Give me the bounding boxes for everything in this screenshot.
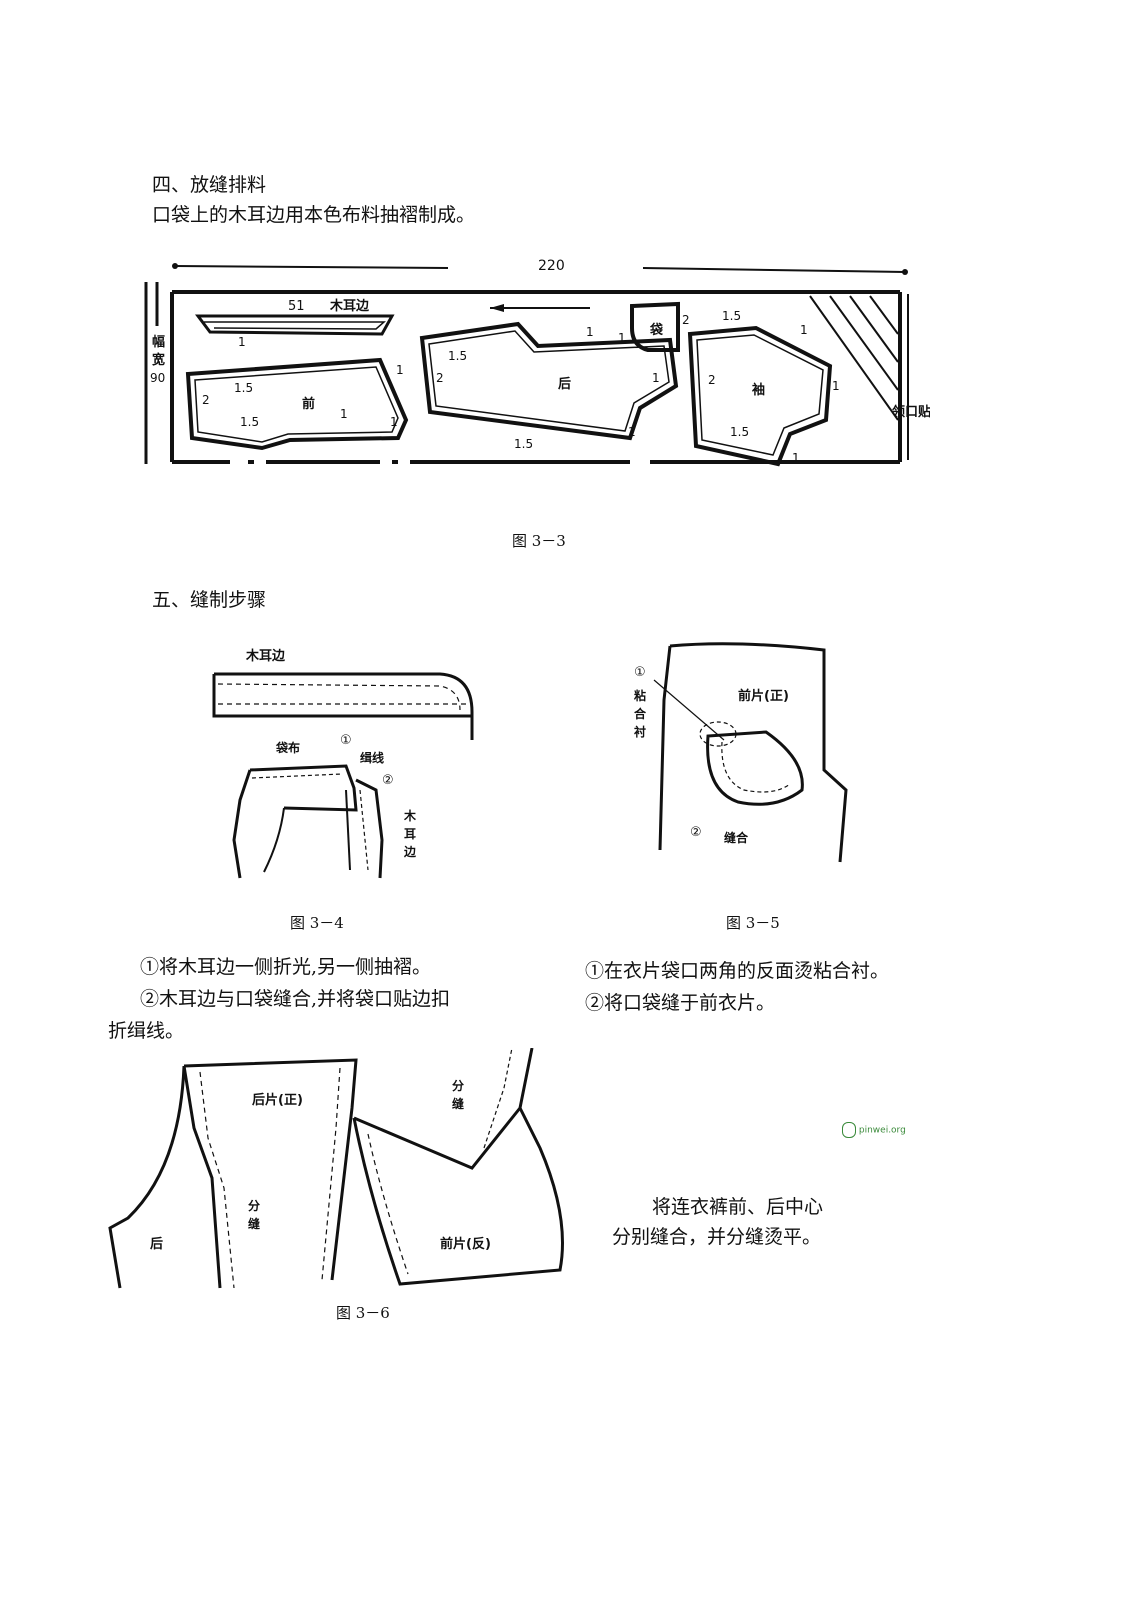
fig34-ruffle-v-1: 木 bbox=[403, 808, 417, 823]
fig34-pocket-cloth-label: 袋布 bbox=[275, 740, 300, 755]
front-allowance-top: 1.5 bbox=[234, 381, 253, 395]
fig34-fold-line-label: 缉线 bbox=[360, 750, 384, 765]
sleeve-allowance-hem: 1 bbox=[792, 451, 800, 465]
pocket-piece-label: 袋 bbox=[649, 322, 664, 338]
section-4-body: 口袋上的木耳边用本色布料抽褶制成。 bbox=[152, 204, 476, 226]
step-3-4-line-3: 折缉线。 bbox=[108, 1020, 185, 1042]
step-3-5-line-1: ①在衣片袋口两角的反面烫粘合衬。 bbox=[585, 960, 890, 982]
front-allowance-corner: 1 bbox=[390, 415, 398, 429]
ruffle-allowance: 1 bbox=[238, 335, 246, 349]
fig34-ruffle-v-2: 耳 bbox=[404, 827, 416, 841]
ruffle-length-label: 51 bbox=[288, 299, 305, 314]
watermark-text: pinwei.org bbox=[858, 1125, 906, 1136]
fig34-mark-2: ② bbox=[382, 773, 394, 788]
width-label: 220 bbox=[538, 258, 565, 274]
section-5-heading: 五、缝制步骤 bbox=[152, 589, 267, 611]
sleeve-piece-label: 袖 bbox=[752, 382, 765, 398]
fig35-mark-2: ② bbox=[690, 825, 702, 840]
figure-3-3-layout: 220 幅 宽 90 51 木耳边 1 前 1.5 2 1.5 1 1 1 后 … bbox=[144, 258, 930, 467]
front-allowance-bottom: 1.5 bbox=[240, 415, 259, 429]
watermark: pinwei.org bbox=[842, 1122, 906, 1138]
figure-3-4-ruffle: 木耳边 袋布 ① 缉线 ② 木 耳 边 bbox=[212, 648, 474, 879]
fig36-split-2a: 分 bbox=[452, 1078, 464, 1093]
fig35-front-label: 前片(正) bbox=[738, 688, 789, 704]
figure-3-5-caption: 图 3－5 bbox=[726, 914, 780, 932]
step-3-5-line-2: ②将口袋缝于前衣片。 bbox=[585, 992, 776, 1014]
fig36-split-1a: 分 bbox=[248, 1198, 260, 1213]
fig36-front-piece-label: 前片(反) bbox=[440, 1236, 491, 1252]
front-piece-label: 前 bbox=[302, 396, 315, 412]
fig34-ruffle-v-3: 边 bbox=[403, 844, 417, 859]
fig35-sew-label: 缝合 bbox=[724, 830, 749, 845]
facing-label: 领口贴边 bbox=[892, 404, 930, 420]
figure-3-6-crotch-seam: 后片(正) 后 分 缝 分 缝 前片(反) bbox=[108, 1048, 564, 1289]
figure-3-4-caption: 图 3－4 bbox=[290, 914, 344, 932]
front-allowance-hem: 1 bbox=[340, 407, 348, 421]
sleeve-allowance-right: 1 bbox=[832, 379, 840, 393]
fig36-back-piece-label: 后片(正) bbox=[252, 1092, 303, 1108]
back-allowance-top: 1.5 bbox=[448, 349, 467, 363]
back-allowance-bottom: 1.5 bbox=[514, 437, 533, 451]
watermark-logo-icon bbox=[842, 1122, 856, 1138]
fig36-split-2b: 缝 bbox=[452, 1096, 464, 1111]
fabric-width-value: 90 bbox=[150, 371, 165, 385]
back-allowance-neck: 1 bbox=[586, 325, 594, 339]
fig35-interfacing-3: 衬 bbox=[634, 724, 646, 739]
fabric-width-char-1: 幅 bbox=[152, 334, 165, 350]
back-allowance-hem: 1 bbox=[628, 425, 636, 439]
figure-3-5-pocket: ① 粘 合 衬 前片(正) ② 缝合 bbox=[634, 642, 848, 863]
fig34-mark-1: ① bbox=[340, 733, 352, 748]
front-allowance-side: 1 bbox=[396, 363, 404, 377]
figure-3-6-caption: 图 3－6 bbox=[336, 1304, 390, 1322]
ruffle-piece-label: 木耳边 bbox=[329, 298, 370, 314]
fig35-interfacing-2: 合 bbox=[634, 706, 647, 721]
front-allowance-left: 2 bbox=[202, 393, 210, 407]
step-3-6-line-2: 分别缝合，并分缝烫平。 bbox=[612, 1226, 822, 1248]
back-allowance-left: 2 bbox=[436, 371, 444, 385]
pocket-allowance-side: 2 bbox=[682, 313, 690, 327]
sleeve-allowance-left: 2 bbox=[708, 373, 716, 387]
back-piece-label: 后 bbox=[558, 376, 571, 392]
fig34-ruffle-label: 木耳边 bbox=[245, 648, 286, 664]
sleeve-allowance-bottom: 1.5 bbox=[730, 425, 749, 439]
sleeve-allowance-shoulder: 1 bbox=[800, 323, 808, 337]
fig35-interfacing-1: 粘 bbox=[634, 688, 646, 703]
figure-3-3-caption: 图 3－3 bbox=[512, 532, 566, 550]
section-4-heading: 四、放缝排料 bbox=[152, 174, 267, 196]
step-3-6-line-1: 将连衣裤前、后中心 bbox=[652, 1196, 824, 1218]
step-3-4-line-2: ②木耳边与口袋缝合,并将袋口贴边扣 bbox=[140, 988, 451, 1010]
fabric-width-char-2: 宽 bbox=[151, 352, 165, 368]
sleeve-allowance-top: 1.5 bbox=[722, 309, 741, 323]
fig36-split-1b: 缝 bbox=[248, 1216, 260, 1231]
step-3-4-line-1: ①将木耳边一侧折光,另一侧抽褶。 bbox=[140, 956, 432, 978]
pocket-allowance-left: 1 bbox=[618, 331, 626, 345]
fig36-back-label: 后 bbox=[150, 1236, 163, 1252]
back-allowance-side: 1 bbox=[652, 371, 660, 385]
fig35-mark-1: ① bbox=[634, 665, 646, 680]
